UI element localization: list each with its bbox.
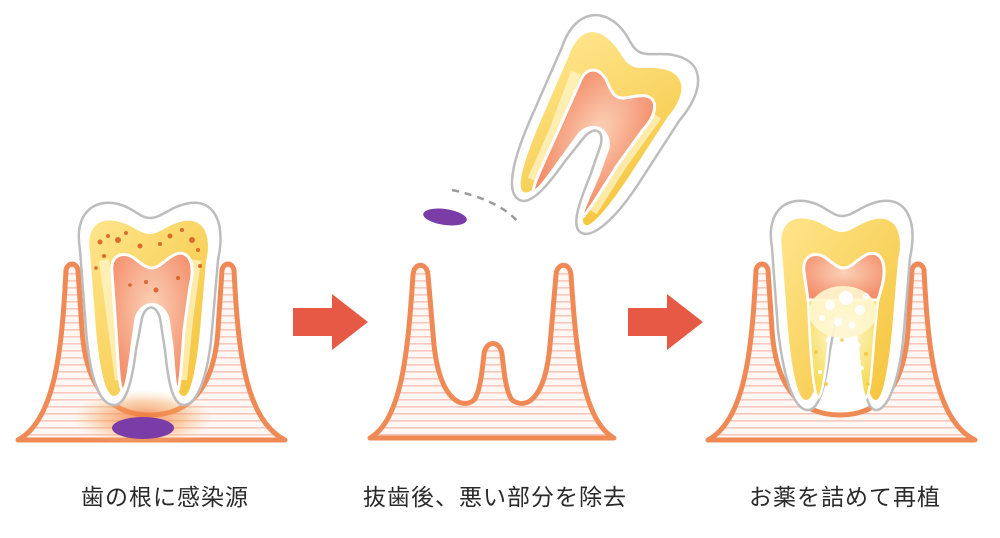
right-arrow-icon (628, 294, 703, 350)
gum-2 (367, 262, 617, 441)
removal-path (451, 188, 521, 225)
caption-step-2: 抜歯後、悪い部分を除去 (363, 485, 627, 511)
step-2-extraction (367, 14, 700, 441)
caption-step-3: お薬を詰めて再植 (749, 485, 941, 511)
medicine-burst (809, 286, 877, 338)
removed-infection (423, 208, 467, 226)
right-arrow-icon (293, 294, 368, 350)
decay-speckles (94, 228, 202, 293)
gum-3 (705, 261, 978, 443)
step-3-replanted-tooth (705, 199, 978, 443)
extracted-tooth (510, 14, 700, 236)
medicine-bubbles (818, 291, 869, 374)
step-1-infected-tooth (15, 201, 288, 446)
caption-step-1: 歯の根に感染源 (81, 485, 249, 511)
pulp-1 (110, 251, 194, 392)
infection-source (112, 417, 174, 439)
pulp-3 (802, 251, 886, 302)
